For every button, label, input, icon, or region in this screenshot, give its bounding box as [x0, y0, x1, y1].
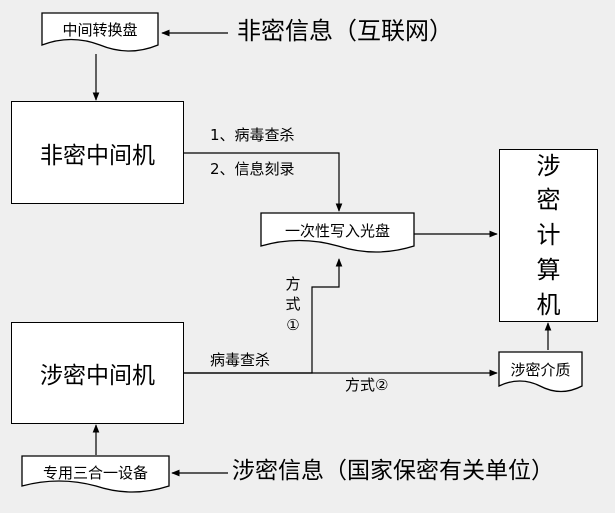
method1-label: 方 式 ①: [283, 274, 303, 335]
method1-char: ①: [286, 315, 300, 334]
write-once-disc-label: 一次性写入光盘: [284, 222, 390, 240]
secret-computer-char: 机: [536, 290, 561, 319]
three-in-one-device-label: 专用三合一设备: [42, 463, 148, 482]
step1-virus-scan-label: 1、病毒查杀: [210, 126, 295, 144]
method2-label: 方式②: [345, 376, 389, 394]
three-in-one-device-shape: [21, 455, 170, 493]
nonsecret-info-label: 非密信息（互联网）: [237, 17, 453, 45]
arrow-nonsecret-pc-to-write-once-disc: [183, 152, 343, 212]
step2-burn-label: 2、信息刻录: [210, 160, 295, 178]
secret-computer: 涉 密 计 算 机: [499, 149, 598, 322]
virus-scan-label: 病毒查杀: [210, 351, 271, 369]
secret-info-label: 涉密信息（国家保密有关单位）: [232, 458, 554, 484]
secret-computer-char: 计: [536, 221, 561, 250]
transfer-disc-shape: [41, 12, 159, 52]
secret-computer-char: 密: [536, 186, 561, 215]
nonsecret-intermediate-pc: 非密中间机: [11, 101, 184, 204]
transfer-disc-label: 中间转换盘: [62, 21, 138, 39]
secret-intermediate-pc: 涉密中间机: [11, 322, 184, 424]
secret-media-shape: [498, 351, 583, 393]
secret-computer-char: 涉: [536, 151, 561, 180]
method1-char: 方: [285, 275, 301, 293]
secret-media-label: 涉密介质: [510, 361, 571, 379]
write-once-disc-shape: [260, 212, 415, 253]
secret-intermediate-pc-label: 涉密中间机: [40, 363, 155, 389]
secret-computer-char: 算: [536, 255, 561, 284]
nonsecret-intermediate-pc-label: 非密中间机: [40, 142, 155, 169]
method1-char: 式: [285, 295, 301, 314]
